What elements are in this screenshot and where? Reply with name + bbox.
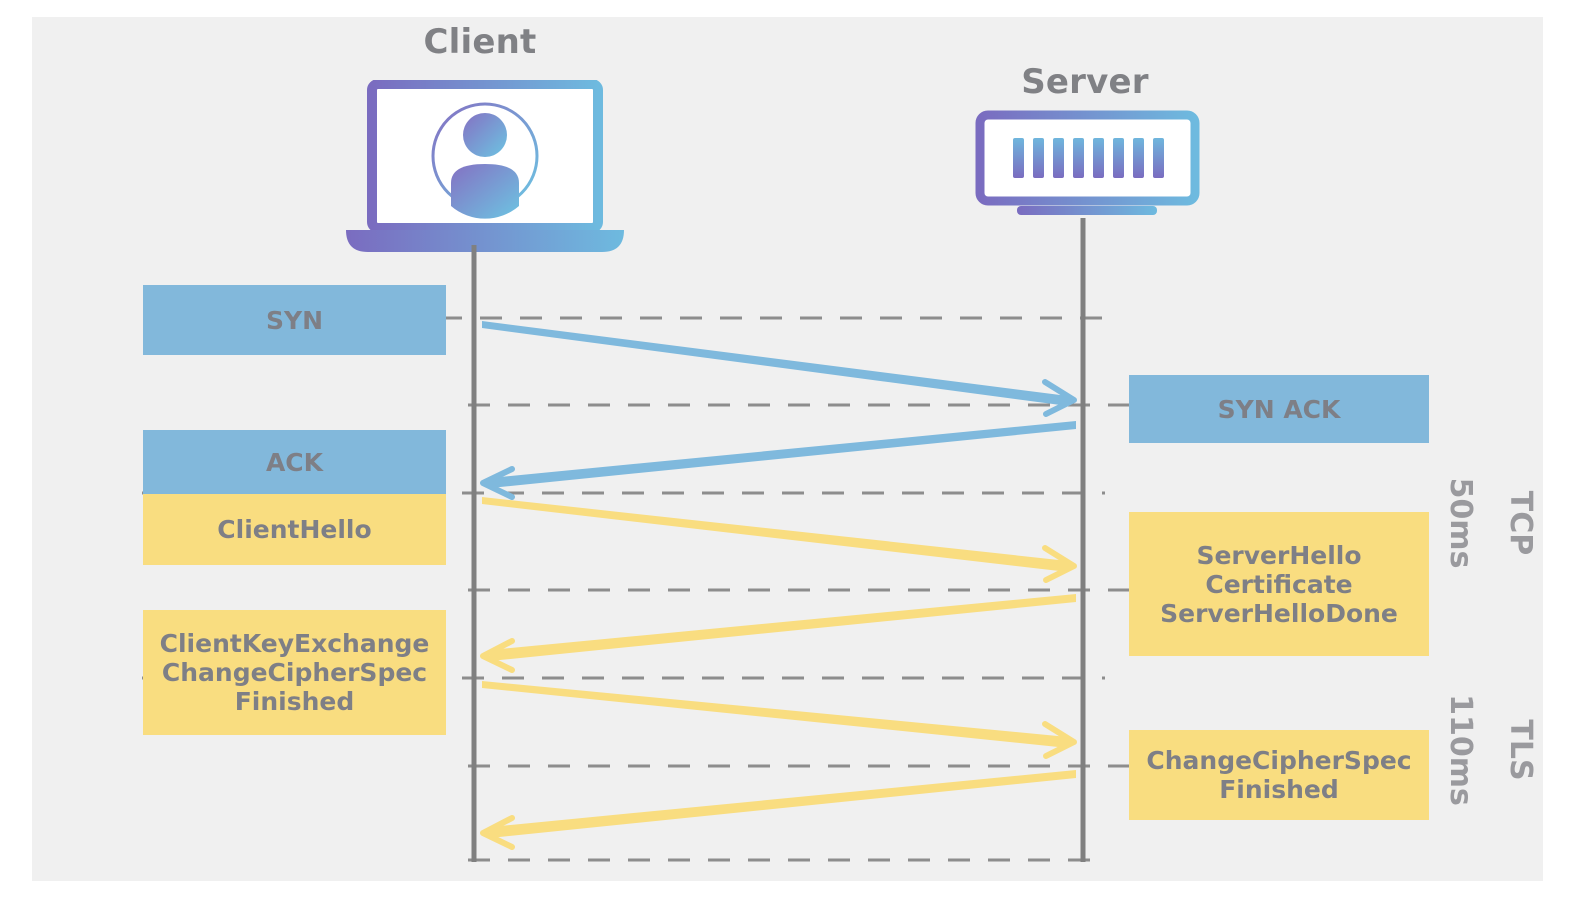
arrow-syn	[482, 321, 1077, 417]
message-box-client-hello[interactable]: ClientHello	[143, 494, 446, 565]
phase-label-tls-name: TLS	[1503, 719, 1538, 781]
server-rack-icon	[975, 110, 1200, 215]
arrow-server-finished	[480, 770, 1076, 850]
arrow-client-hello	[482, 497, 1077, 583]
message-box-server-syn-ack[interactable]: SYN ACK	[1129, 375, 1429, 443]
arrow-server-hello	[480, 594, 1076, 673]
message-box-server-change-cipher-spec[interactable]: ChangeCipherSpec Finished	[1129, 730, 1429, 820]
client-title: Client	[423, 22, 537, 62]
laptop-user-icon	[346, 80, 624, 252]
phase-label-tls: TLS 110ms	[1443, 670, 1565, 830]
arrow-client-key-exchange	[482, 681, 1077, 759]
phase-label-tcp-duration: 50ms	[1443, 477, 1478, 569]
phase-label-tls-duration: 110ms	[1443, 694, 1478, 806]
phase-label-tcp-name: TCP	[1503, 490, 1538, 556]
message-box-client-key-exchange[interactable]: ClientKeyExchange ChangeCipherSpec Finis…	[143, 610, 446, 735]
server-title: Server	[1021, 62, 1149, 102]
message-box-client-ack[interactable]: ACK	[143, 430, 446, 494]
arrow-syn-ack	[480, 421, 1076, 500]
message-box-client-syn[interactable]: SYN	[143, 285, 446, 355]
message-box-server-hello[interactable]: ServerHello Certificate ServerHelloDone	[1129, 512, 1429, 656]
phase-label-tcp: TCP 50ms	[1443, 443, 1565, 603]
